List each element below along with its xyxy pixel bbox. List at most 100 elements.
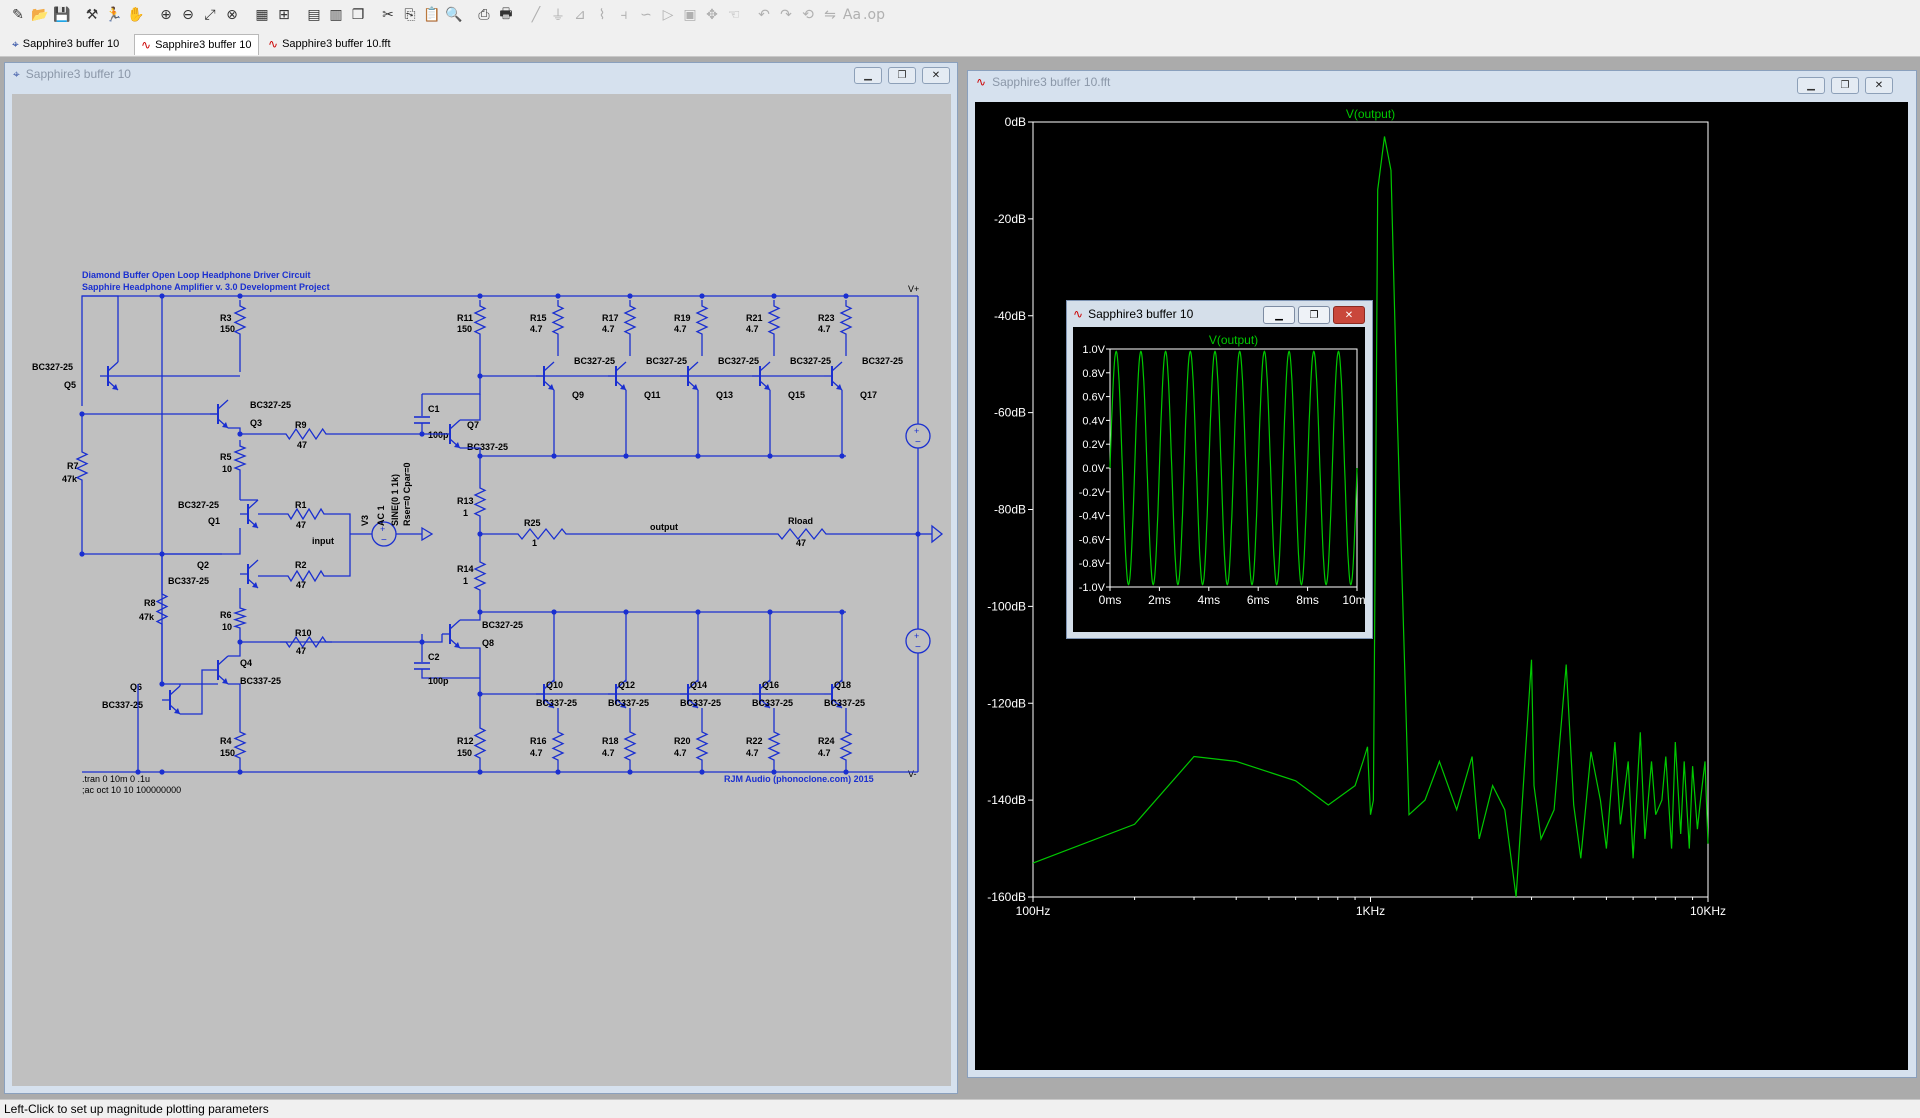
component-label: BC327-25 [482, 620, 523, 630]
component-icon[interactable]: ▣ [683, 7, 697, 23]
inductor-icon[interactable]: ∽ [640, 7, 652, 23]
cut-icon[interactable]: ✂ [382, 7, 394, 23]
popup-titlebar[interactable]: ∿ Sapphire3 buffer 10 [1073, 305, 1193, 323]
chart-title: V(output) [1346, 107, 1395, 121]
tab-fft[interactable]: ∿ Sapphire3 buffer 10.fft [262, 34, 397, 54]
paste-icon[interactable]: 📋 [423, 7, 441, 23]
rotate-icon[interactable]: ⟲ [802, 7, 814, 23]
plus-sign: + [380, 524, 385, 534]
spice-directive-icon[interactable]: .op [863, 7, 885, 23]
tile-horizontal-icon[interactable]: ▤ [307, 7, 321, 23]
chart-title: V(output) [1209, 333, 1258, 347]
undo-icon[interactable]: ↶ [758, 7, 770, 23]
close-button[interactable]: ✕ [1865, 77, 1893, 94]
restore-button[interactable]: ❐ [1298, 306, 1330, 324]
component-label: R18 [602, 736, 619, 746]
document-tabs: ⌖ Sapphire3 buffer 10 ∿ Sapphire3 buffer… [0, 32, 1920, 57]
junction-dot [237, 293, 243, 299]
component-label: Rser=0 Cpar=0 [402, 462, 412, 526]
wire [460, 647, 536, 695]
move-icon[interactable]: ✥ [706, 7, 718, 23]
text-icon[interactable]: Aa [842, 7, 862, 23]
open-icon[interactable]: 📂 [31, 7, 49, 23]
component-label: 4.7 [530, 324, 543, 334]
tab-schematic[interactable]: ⌖ Sapphire3 buffer 10 [6, 34, 125, 54]
autoscale-icon[interactable]: ▦ [255, 7, 269, 23]
zoom-cancel-icon[interactable]: ⊗ [226, 7, 238, 23]
close-button[interactable]: ✕ [922, 67, 950, 84]
capacitor-icon[interactable]: ⫞ [620, 7, 628, 23]
component-label: BC337-25 [536, 698, 577, 708]
print-icon[interactable]: 🖶 [499, 6, 513, 22]
restore-button[interactable]: ❐ [1831, 77, 1859, 94]
transistor-lead [615, 679, 627, 690]
mirror-icon[interactable]: ⇋ [824, 7, 836, 23]
y-tick-label: -0.8V [1079, 558, 1106, 570]
component-label: 100p [428, 676, 449, 686]
resistor-icon[interactable]: ⌇ [598, 7, 606, 23]
component-label: Q18 [834, 680, 851, 690]
component-label: Q12 [618, 680, 635, 690]
tab-waveform[interactable]: ∿ Sapphire3 buffer 10 [134, 34, 259, 55]
resistor-symbol [839, 300, 853, 340]
component-label: 4.7 [818, 324, 831, 334]
transistor-arrow [252, 522, 258, 528]
tile-vertical-icon[interactable]: ▥ [329, 7, 343, 23]
component-label: Q17 [860, 390, 877, 400]
print-preview-icon[interactable]: ⎙ [478, 7, 490, 23]
redo-icon[interactable]: ↷ [780, 7, 792, 23]
transistor-lead [687, 361, 699, 372]
drag-icon[interactable]: ☜ [727, 7, 741, 23]
component-label: R25 [524, 518, 541, 528]
resistor-symbol [282, 507, 330, 521]
wire-icon[interactable]: ╱ [531, 7, 541, 23]
ground-icon[interactable]: ⏚ [551, 8, 565, 24]
component-label: BC337-25 [752, 698, 793, 708]
component-label: R2 [295, 560, 307, 570]
x-tick-label: 8ms [1296, 593, 1319, 607]
transient-popup-window: ∿ Sapphire3 buffer 10 ▁ ❐ ✕ V(output) 1.0… [1066, 300, 1373, 639]
zoom-out-icon[interactable]: ⊖ [182, 7, 194, 23]
minimize-button[interactable]: ▁ [854, 67, 882, 84]
transistor-arrow [692, 384, 698, 390]
minimize-button[interactable]: ▁ [1797, 77, 1825, 94]
run-icon[interactable]: 🏃 [105, 7, 123, 23]
cascade-icon[interactable]: ❐ [351, 7, 365, 23]
component-label: Q14 [690, 680, 707, 690]
label-icon[interactable]: ⊿ [574, 7, 586, 23]
resistor-symbol [551, 300, 565, 340]
wire [421, 669, 480, 679]
wire [460, 447, 542, 457]
waveform-icon: ∿ [268, 37, 279, 51]
transistor-lead [217, 399, 229, 410]
component-label: 47 [796, 538, 806, 548]
transistor-arrow [548, 702, 554, 708]
y-tick-label: 1.0V [1082, 344, 1105, 356]
new-schematic-icon[interactable]: ✎ [12, 7, 24, 23]
diode-icon[interactable]: ▷ [662, 7, 674, 23]
component-label: Rload [788, 516, 813, 526]
fft-window-titlebar[interactable]: ∿ Sapphire3 buffer 10.fft [968, 71, 1916, 93]
x-tick-label: 1KHz [1356, 904, 1385, 918]
transistor-lead [543, 679, 555, 690]
close-button[interactable]: ✕ [1333, 306, 1365, 324]
find-icon[interactable]: 🔍 [445, 7, 463, 23]
schematic-window-titlebar[interactable]: ⌖ Sapphire3 buffer 10 [5, 63, 957, 85]
minimize-button[interactable]: ▁ [1263, 306, 1295, 324]
transistor-lead [543, 361, 555, 372]
component-label: 4.7 [746, 748, 759, 758]
zoom-full-icon[interactable]: ⤢ [204, 7, 216, 23]
control-panel-icon[interactable]: ⚒ [85, 7, 99, 23]
zoom-in-icon[interactable]: ⊕ [160, 7, 172, 23]
transistor-lead [247, 559, 259, 570]
halt-icon[interactable]: ✋ [127, 7, 145, 23]
component-label: output [650, 522, 678, 532]
schematic-canvas[interactable]: Diamond Buffer Open Loop Headphone Drive… [12, 94, 951, 1086]
plot-icon[interactable]: ⊞ [278, 7, 290, 23]
resistor-symbol [767, 300, 781, 340]
copy-icon[interactable]: ⎘ [404, 7, 416, 23]
junction-dot [159, 769, 165, 775]
restore-button[interactable]: ❐ [888, 67, 916, 84]
save-icon[interactable]: 💾 [53, 7, 71, 23]
